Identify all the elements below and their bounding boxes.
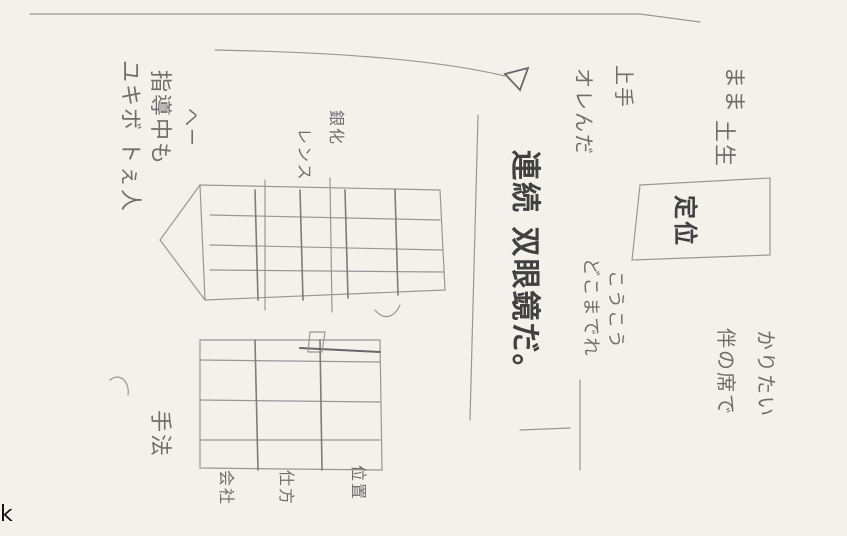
- note-center-big: 連続 双眼鏡だ。: [506, 150, 550, 386]
- corner-mark: k: [0, 502, 13, 527]
- note-left-mid: 指導中も: [146, 70, 178, 166]
- note-mid-small-1: レンス: [294, 128, 318, 182]
- note-left-short: へー: [179, 108, 205, 148]
- label-bottom-3: 位置: [348, 465, 372, 501]
- label-bottom-2: 仕方: [276, 470, 300, 506]
- label-bottom-1: 会社: [216, 470, 240, 506]
- label-left: 手法: [146, 410, 178, 458]
- note-right-top-1: オレんだ: [571, 68, 600, 156]
- note-right-top-4: 土生: [710, 120, 742, 168]
- note-right-bottom-1: 伴の席で: [713, 328, 742, 416]
- note-mid-small-2: 銀化: [326, 110, 350, 146]
- note-center-sub-1: どこまでれ: [579, 258, 605, 357]
- note-right-top-2: 上手: [611, 65, 640, 109]
- note-center-sub-2: こうこう: [604, 270, 630, 350]
- note-right-top-3: まま: [720, 66, 752, 114]
- note-left-top: ユキボ トぇ人: [116, 60, 148, 213]
- boxed-label: 定位: [670, 195, 705, 247]
- note-right-bottom-2: かりたい: [753, 330, 782, 418]
